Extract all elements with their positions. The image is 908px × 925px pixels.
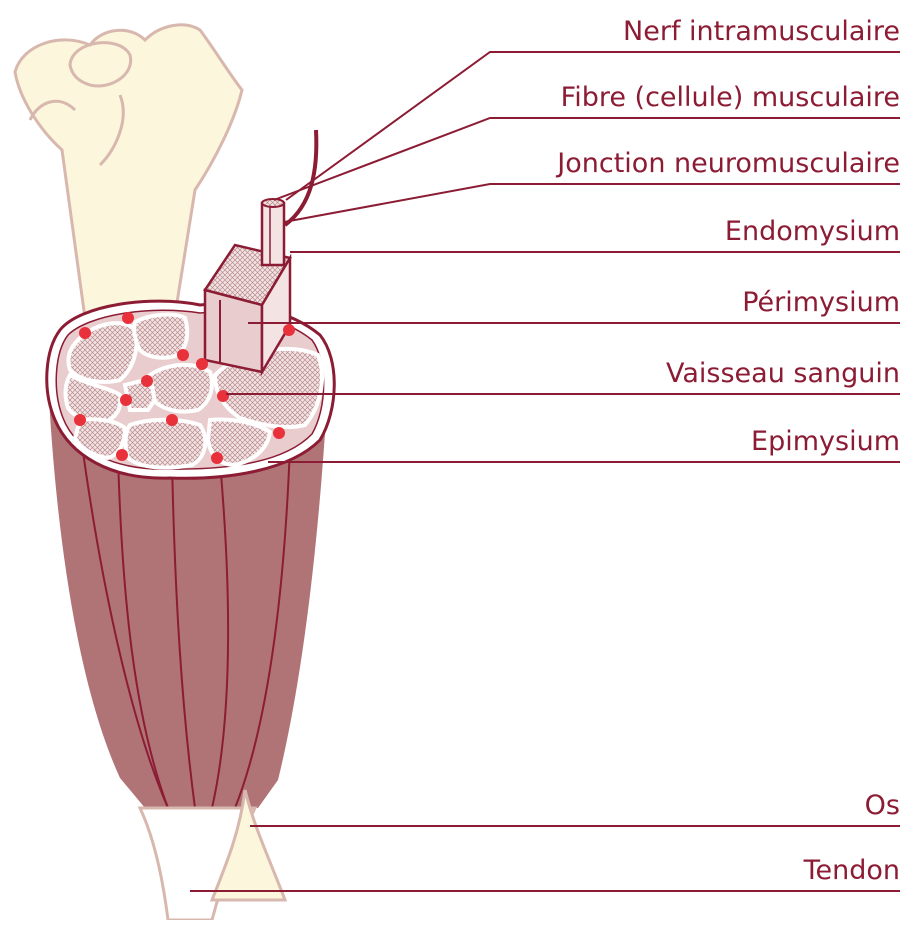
intramuscular-nerve [285, 130, 316, 225]
label-nerve: Nerf intramusculaire [623, 18, 900, 45]
label-fibre: Fibre (cellule) musculaire [561, 84, 900, 111]
label-bone: Os [865, 792, 900, 819]
label-junction: Jonction neuromusculaire [557, 150, 900, 177]
muscle-fibre-cylinder [262, 199, 284, 265]
label-epimysium: Epimysium [751, 428, 900, 455]
label-perimysium: Périmysium [742, 289, 900, 316]
label-tendon: Tendon [804, 857, 900, 884]
label-vessel: Vaisseau sanguin [666, 360, 900, 387]
label-endomysium: Endomysium [725, 218, 900, 245]
